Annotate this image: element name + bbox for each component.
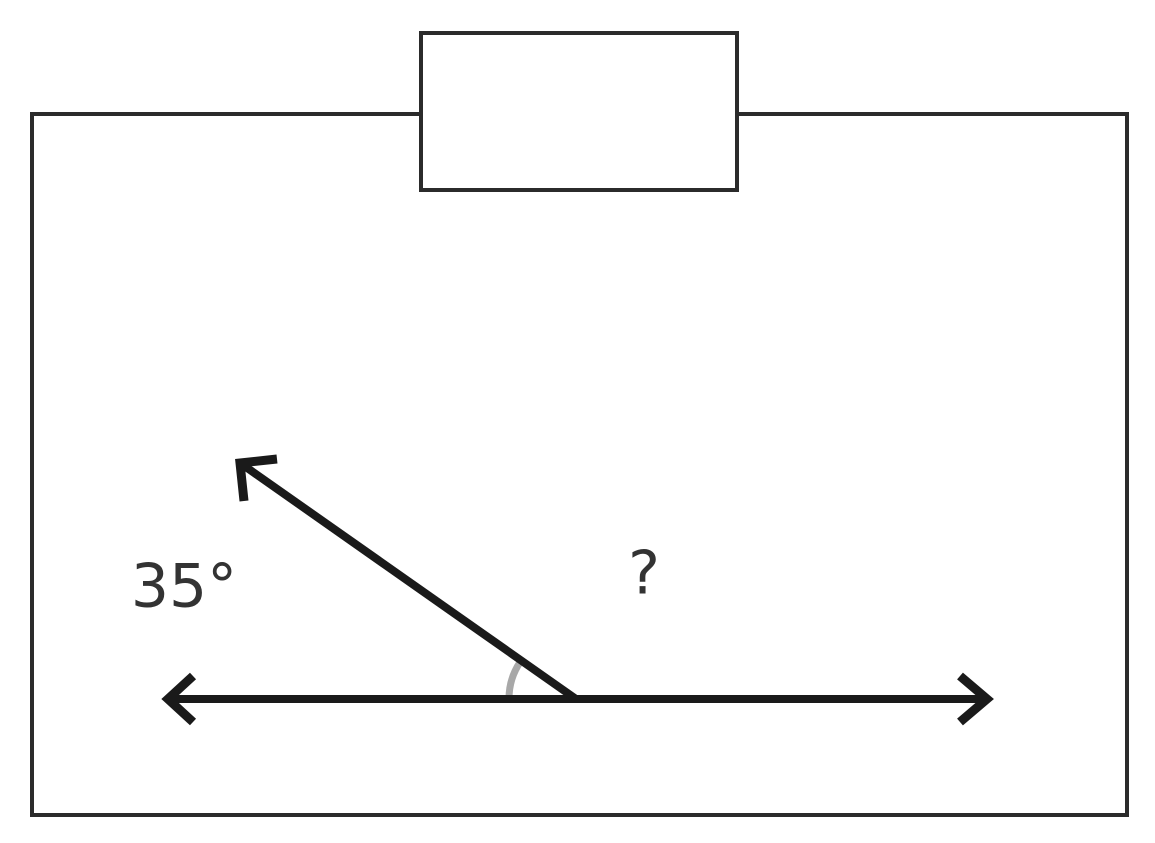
unknown-angle-label: ?: [628, 539, 660, 609]
right-arrowhead: [957, 672, 994, 726]
left-arrowhead: [161, 672, 197, 726]
slanted-ray: [240, 461, 579, 703]
known-angle-label: 35°: [131, 552, 237, 622]
ray-arrowhead: [235, 454, 278, 502]
top-tab-box: [419, 31, 739, 192]
